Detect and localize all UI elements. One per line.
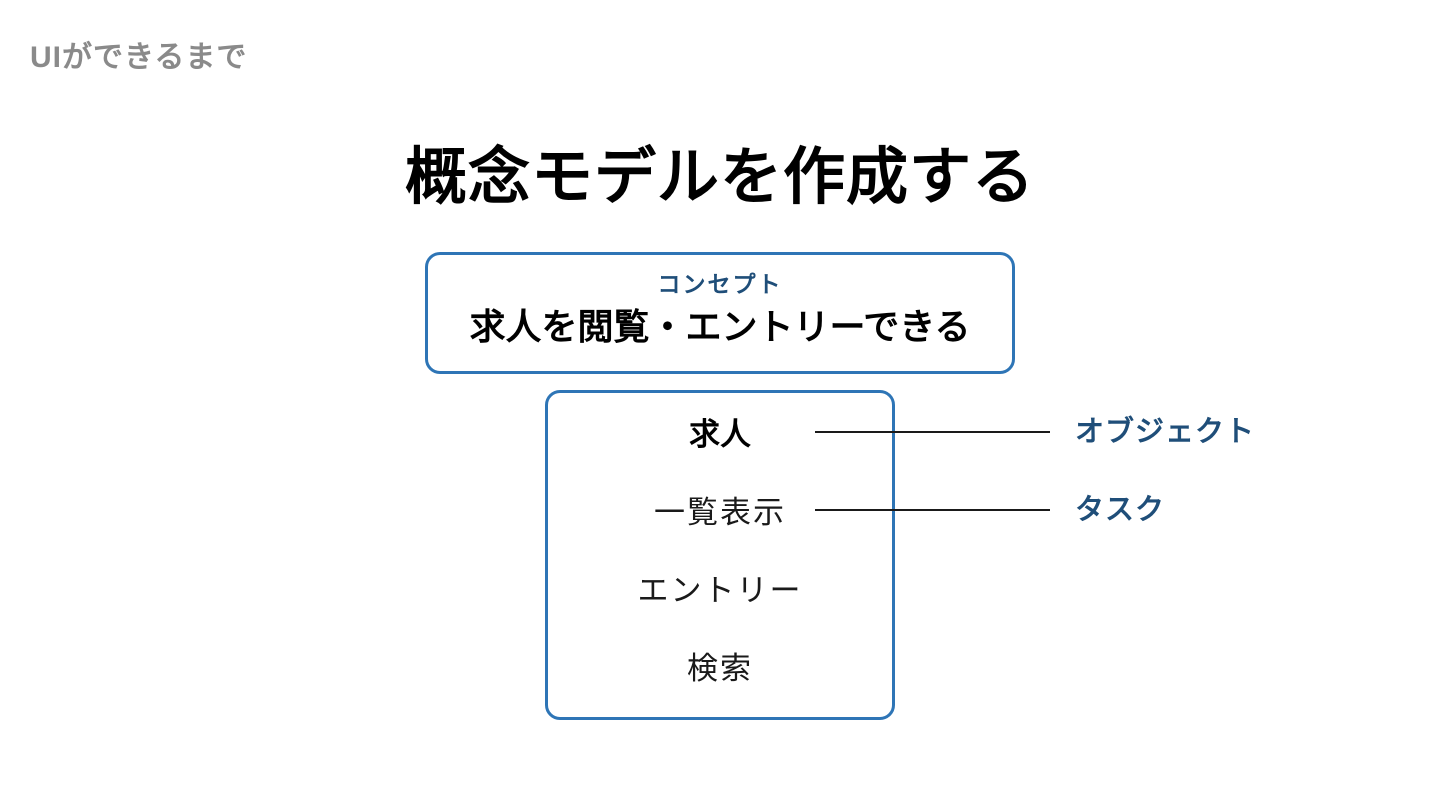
concept-box-text: 求人を閲覧・エントリーできる <box>469 306 971 347</box>
task-item-search: 検索 <box>687 651 753 686</box>
task-item-list-view: 一覧表示 <box>654 495 786 530</box>
task-connector-line <box>815 509 1050 511</box>
concept-box: コンセプト 求人を閲覧・エントリーできる <box>425 252 1015 374</box>
task-annotation-label: タスク <box>1075 494 1166 526</box>
page-title: 概念モデルを作成する <box>404 143 1035 212</box>
object-task-box: 求人 一覧表示 エントリー 検索 <box>545 390 895 720</box>
task-item-entry: エントリー <box>637 573 803 608</box>
slide-kicker: UIができるまで <box>30 41 248 74</box>
concept-box-label: コンセプト <box>657 271 783 297</box>
object-name: 求人 <box>689 417 751 452</box>
object-annotation-label: オブジェクト <box>1075 416 1256 448</box>
object-connector-line <box>815 431 1050 433</box>
